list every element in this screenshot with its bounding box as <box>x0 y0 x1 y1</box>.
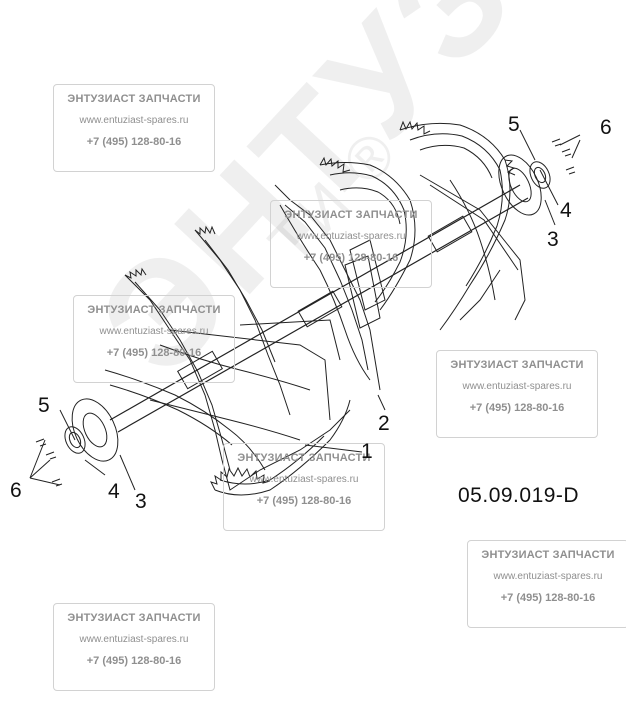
watermark-url: www.entuziast-spares.ru <box>79 634 189 645</box>
watermark-title: ЭНТУЗИАСТ ЗАПЧАСТИ <box>87 304 221 316</box>
watermark-url: www.entuziast-spares.ru <box>296 231 406 242</box>
watermark-title: ЭНТУЗИАСТ ЗАПЧАСТИ <box>450 359 584 371</box>
callout-6-left: 6 <box>10 479 22 502</box>
watermark-url: www.entuziast-spares.ru <box>249 474 359 485</box>
callout-5-right: 5 <box>508 113 520 136</box>
callout-5-left: 5 <box>38 394 50 417</box>
callout-1: 1 <box>361 440 373 463</box>
watermark-stamp: ЭНТУЗИАСТ ЗАПЧАСТИ www.entuziast-spares.… <box>73 295 235 383</box>
watermark-title: ЭНТУЗИАСТ ЗАПЧАСТИ <box>237 452 371 464</box>
watermark-url: www.entuziast-spares.ru <box>79 115 189 126</box>
callout-2: 2 <box>378 412 390 435</box>
watermark-phone: +7 (495) 128-80-16 <box>303 252 399 264</box>
callout-4-left: 4 <box>108 480 120 503</box>
watermark-title: ЭНТУЗИАСТ ЗАПЧАСТИ <box>67 612 201 624</box>
watermark-url: www.entuziast-spares.ru <box>99 326 209 337</box>
watermark-url: www.entuziast-spares.ru <box>493 571 603 582</box>
watermark-phone: +7 (495) 128-80-16 <box>256 495 352 507</box>
callout-3-left: 3 <box>135 490 147 513</box>
watermark-phone: +7 (495) 128-80-16 <box>86 655 182 667</box>
watermark-stamp: ЭНТУЗИАСТ ЗАПЧАСТИ www.entuziast-spares.… <box>436 350 598 438</box>
watermark-stamp: ЭНТУЗИАСТ ЗАПЧАСТИ www.entuziast-spares.… <box>53 603 215 691</box>
watermark-title: ЭНТУЗИАСТ ЗАПЧАСТИ <box>481 549 615 561</box>
callout-3-right: 3 <box>547 228 559 251</box>
watermark-phone: +7 (495) 128-80-16 <box>106 347 202 359</box>
part-code: 05.09.019-D <box>458 484 580 507</box>
watermark-title: ЭНТУЗИАСТ ЗАПЧАСТИ <box>284 209 418 221</box>
watermark-phone: +7 (495) 128-80-16 <box>469 402 565 414</box>
watermark-url: www.entuziast-spares.ru <box>462 381 572 392</box>
watermark-stamp: ЭНТУЗИАСТ ЗАПЧАСТИ www.entuziast-spares.… <box>467 540 626 628</box>
watermark-stamp: ЭНТУЗИАСТ ЗАПЧАСТИ www.entuziast-spares.… <box>270 200 432 288</box>
watermark-stamp: ЭНТУЗИАСТ ЗАПЧАСТИ www.entuziast-spares.… <box>53 84 215 172</box>
callout-6-right: 6 <box>600 116 612 139</box>
watermark-title: ЭНТУЗИАСТ ЗАПЧАСТИ <box>67 93 201 105</box>
watermark-stamp: ЭНТУЗИАСТ ЗАПЧАСТИ www.entuziast-spares.… <box>223 443 385 531</box>
watermark-phone: +7 (495) 128-80-16 <box>500 592 596 604</box>
callout-4-right: 4 <box>560 199 572 222</box>
watermark-phone: +7 (495) 128-80-16 <box>86 136 182 148</box>
